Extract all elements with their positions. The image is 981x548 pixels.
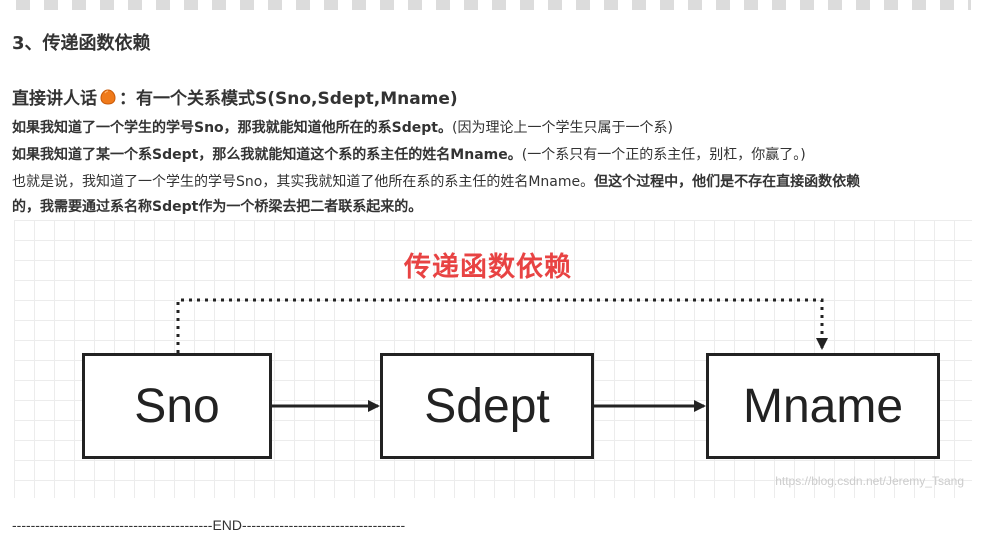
paragraph-4: 的，我需要通过系名称Sdept作为一个桥梁去把二者联系起来的。 <box>12 197 422 217</box>
watermark: https://blog.csdn.net/Jeremy_Tsang <box>775 474 964 488</box>
paragraph-2: 如果我知道了某一个系Sdept，那么我就能知道这个系的系主任的姓名Mname。(… <box>12 145 806 165</box>
subsection-heading-suffix: ：有一个关系模式S(Sno,Sdept,Mname) <box>119 89 458 109</box>
section-heading: 3、传递函数依赖 <box>12 33 151 54</box>
paragraph-3-normal: 也就是说，我知道了一个学生的学号Sno，其实我就知道了他所在系的系主任的姓名Mn… <box>12 174 595 190</box>
subsection-heading: 直接讲人话 ：有一个关系模式S(Sno,Sdept,Mname) <box>12 84 458 109</box>
paragraph-1-normal: (因为理论上一个学生只属于一个系) <box>451 120 673 136</box>
box-sdept: Sdept <box>380 353 594 459</box>
paragraph-4-bold: 的，我需要通过系名称Sdept作为一个桥梁去把二者联系起来的。 <box>12 199 423 215</box>
top-divider <box>16 0 971 10</box>
transitive-dependency-diagram: 传递函数依赖 Sno Sdept Mname https://blog.csdn… <box>14 220 972 498</box>
paragraph-1-bold: 如果我知道了一个学生的学号Sno，那我就能知道他所在的系Sdept。 <box>12 120 452 136</box>
paragraph-2-bold: 如果我知道了某一个系Sdept，那么我就能知道这个系的系主任的姓名Mname。 <box>12 147 522 163</box>
paragraph-1: 如果我知道了一个学生的学号Sno，那我就能知道他所在的系Sdept。(因为理论上… <box>12 118 673 138</box>
subsection-heading-prefix: 直接讲人话 <box>12 89 97 109</box>
emoji-icon <box>99 88 117 106</box>
end-divider: ----------------------------------------… <box>12 517 406 533</box>
box-mname-label: Mname <box>742 379 904 433</box>
box-sno-label: Sno <box>134 379 220 433</box>
paragraph-3: 也就是说，我知道了一个学生的学号Sno，其实我就知道了他所在系的系主任的姓名Mn… <box>12 172 860 192</box>
box-mname: Mname <box>706 353 940 459</box>
paragraph-2-normal: (一个系只有一个正的系主任，别杠，你赢了。) <box>521 147 806 163</box>
paragraph-3-bold: 但这个过程中，他们是不存在直接函数依赖 <box>594 174 861 190</box>
dotted-transitive-line <box>176 298 828 353</box>
box-sno: Sno <box>82 353 272 459</box>
box-sdept-label: Sdept <box>424 379 550 433</box>
diagram-title: 传递函数依赖 <box>404 252 572 283</box>
diagram-connectors <box>176 298 828 412</box>
